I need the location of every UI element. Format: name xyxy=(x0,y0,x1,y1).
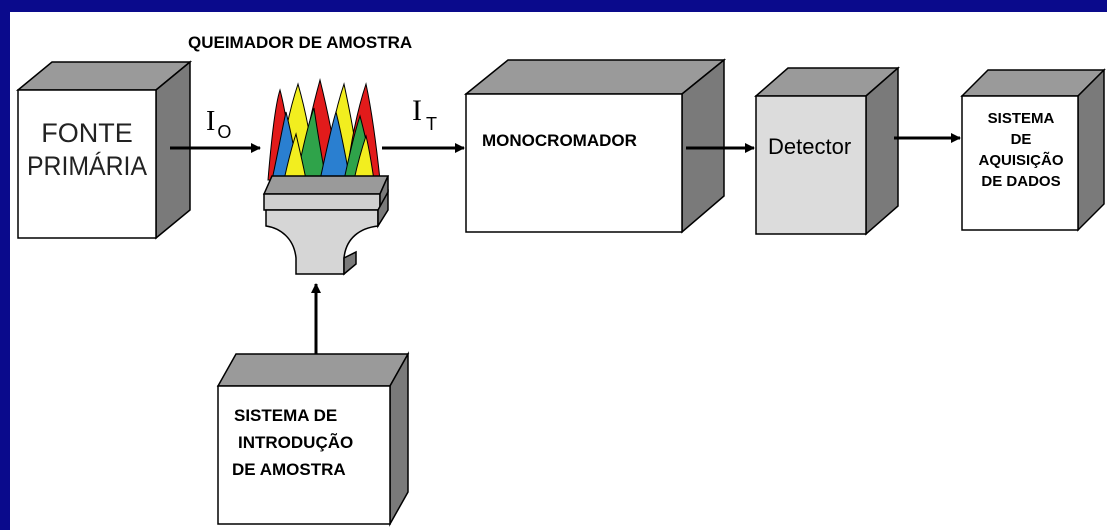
it-main: I xyxy=(412,94,422,127)
detector-box xyxy=(754,66,900,236)
acquisition-line3: AQUISIÇÃO xyxy=(978,152,1064,169)
acquisition-line4: DE DADOS xyxy=(981,173,1061,190)
detector-label: Detector xyxy=(768,134,852,159)
primary-source-line2: PRIMÁRIA xyxy=(26,151,148,181)
monochromator-label: MONOCROMADOR xyxy=(482,131,637,150)
acquisition-system-box xyxy=(960,68,1106,232)
burner-label: QUEIMADOR DE AMOSTRA xyxy=(188,33,413,52)
i0-main: I xyxy=(206,106,216,137)
acquisition-line1: SISTEMA xyxy=(987,110,1055,127)
primary-source-box xyxy=(15,60,193,240)
i0-subscript: O xyxy=(217,122,232,142)
acquisition-system-label: SISTEMA DE AQUISIÇÃO DE DADOS xyxy=(962,108,1080,192)
primary-source-label: FONTE PRIMÁRIA xyxy=(18,120,156,180)
it-subscript: T xyxy=(426,114,437,134)
primary-source-line1: FONTE xyxy=(41,118,133,148)
burner-icon xyxy=(262,78,390,276)
acquisition-line2: DE xyxy=(1010,131,1032,148)
sample-introduction-label: SISTEMA DE INTRODUÇÃO DE AMOSTRA xyxy=(232,402,354,483)
introduction-line1: SISTEMA DE xyxy=(234,406,338,425)
flame-icon xyxy=(267,78,381,181)
introduction-line2: INTRODUÇÃO xyxy=(238,433,354,452)
sample-introduction-box xyxy=(216,351,410,527)
introduction-line3: DE AMOSTRA xyxy=(232,460,346,479)
diagram-graphics xyxy=(15,58,1106,527)
monochromator-box xyxy=(463,58,727,234)
